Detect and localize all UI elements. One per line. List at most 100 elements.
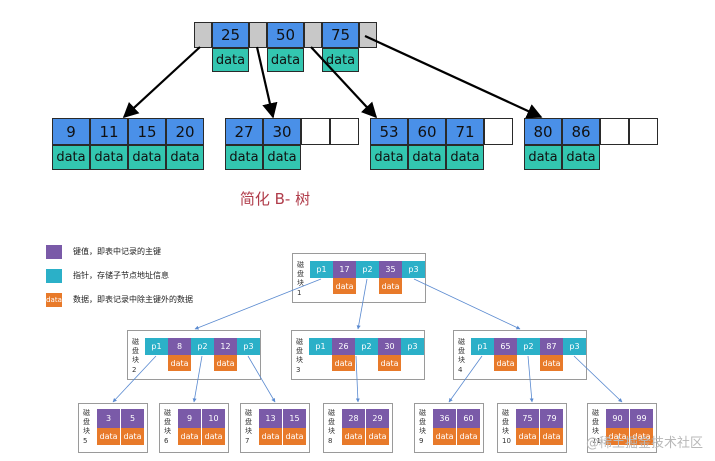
disk-block-number: 7 [245,437,250,445]
root-pointer-cell [249,22,267,48]
pointer-cell: p1 [471,338,494,355]
root-key-cell: 25 [212,22,249,48]
key-cell: 87 [540,338,563,355]
data-cell: data [433,428,456,445]
pointer-cell: p3 [402,261,425,278]
leaf-key-cell: 11 [90,118,128,145]
leaf-data-cell: data [263,145,301,170]
key-cell: 90 [606,409,629,428]
data-cell: data [214,355,237,371]
data-cell: data [342,428,365,445]
diagram-caption: 简化 B- 树 [239,190,311,208]
data-cell: data [366,428,389,445]
root-pointer-cell [359,22,377,48]
data-cell: data [283,428,306,445]
disk-block-number: 6 [164,437,169,445]
data-cell: data [332,355,355,371]
disk-block-label: 磁盘块 [502,409,509,435]
leaf-empty-cell [629,118,658,145]
disk-block-number: 10 [502,437,511,445]
data-cell: data [178,428,201,445]
data-cell: data [516,428,539,445]
leaf-key-cell: 20 [166,118,204,145]
leaf-data-cell: data [370,145,408,170]
pointer-cell: p2 [517,338,540,355]
root-data-cell: data [267,48,304,72]
key-cell: 5 [121,409,144,428]
key-cell: 15 [283,409,306,428]
leaf-key-cell: 86 [562,118,600,145]
leaf-data-cell: data [52,145,90,170]
pointer-cell: p2 [191,338,214,355]
leaf-empty-cell [301,118,330,145]
leaf-data-cell: data [524,145,562,170]
leaf-data-cell: data [408,145,446,170]
leaf-empty-cell [600,118,629,145]
key-cell: 3 [97,409,120,428]
leaf-data-cell: data [562,145,600,170]
key-cell: 17 [333,261,356,278]
disk-block-number: 3 [296,366,301,374]
legend-text: 键值，即表中记录的主键 [73,247,161,256]
data-cell: data [168,355,191,371]
key-cell: 26 [332,338,355,355]
disk-block-number: 4 [458,366,463,374]
data-cell: data [202,428,225,445]
key-cell: 28 [342,409,365,428]
key-cell: 79 [540,409,563,428]
disk-block-label: 磁盘块 [83,409,90,435]
data-cell: data [259,428,282,445]
leaf-key-cell: 9 [52,118,90,145]
disk-block-label: 磁盘块 [245,409,252,435]
key-cell: 35 [379,261,402,278]
data-cell: data [121,428,144,445]
leaf-key-cell: 60 [408,118,446,145]
key-cell: 75 [516,409,539,428]
legend-swatch: data [46,293,62,307]
leaf-key-cell: 27 [225,118,263,145]
data-cell: data [540,355,563,371]
data-cell: data [540,428,563,445]
leaf-data-cell: data [90,145,128,170]
data-cell: data [379,278,402,294]
pointer-cell: p1 [309,338,332,355]
disk-block-number: 5 [83,437,88,445]
pointer-cell: p2 [356,261,379,278]
key-cell: 10 [202,409,225,428]
key-cell: 36 [433,409,456,428]
leaf-key-cell: 30 [263,118,301,145]
root-key-cell: 50 [267,22,304,48]
data-cell: data [630,428,653,445]
leaf-data-cell: data [128,145,166,170]
pointer-cell: p1 [310,261,333,278]
leaf-key-cell: 71 [446,118,484,145]
arrow-to-leaf-1 [122,46,201,119]
key-cell: 13 [259,409,282,428]
key-cell: 9 [178,409,201,428]
watermark: @稀土掘金技术社区 [585,436,703,451]
disk-block-number: 9 [419,437,424,445]
disk-block-label: 磁盘块 [164,409,171,435]
data-cell: data [494,355,517,371]
pointer-arrow [413,278,521,330]
key-cell: 8 [168,338,191,355]
key-cell: 12 [214,338,237,355]
root-data-cell: data [212,48,249,72]
disk-block-label: 磁盘块 [419,409,426,435]
key-cell: 99 [630,409,653,428]
pointer-cell: p3 [563,338,586,355]
disk-block-number: 1 [297,289,302,297]
pointer-cell: p1 [145,338,168,355]
legend-swatch [46,269,62,283]
data-cell: data [97,428,120,445]
leaf-data-cell: data [446,145,484,170]
disk-block-number: 11 [592,437,601,445]
leaf-data-cell: data [225,145,263,170]
disk-block-number: 2 [132,366,137,374]
disk-block-label: 磁盘块 [592,409,599,435]
leaf-empty-cell [484,118,513,145]
disk-block-label: 磁盘块 [458,338,465,364]
leaf-empty-cell [330,118,359,145]
disk-block-label: 磁盘块 [132,338,139,364]
arrow-to-leaf-4 [364,35,543,119]
